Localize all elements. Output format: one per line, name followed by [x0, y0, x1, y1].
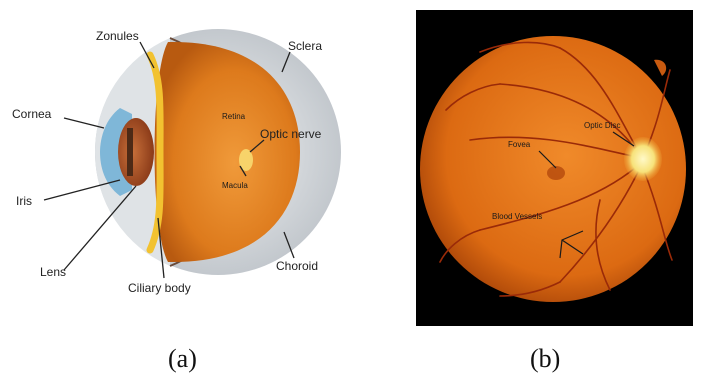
fovea-spot [547, 166, 565, 180]
label-optic-nerve: Optic nerve [260, 127, 322, 141]
label-fovea: Fovea [508, 140, 531, 149]
label-optic-disc: Optic Disc [584, 121, 620, 130]
label-ciliary-body: Ciliary body [128, 281, 191, 295]
caption-a: (a) [168, 344, 197, 373]
label-lens: Lens [40, 265, 66, 279]
label-blood-vessels: Blood Vessels [492, 212, 542, 221]
caption-b: (b) [530, 344, 560, 373]
label-macula: Macula [222, 181, 248, 190]
panel-b-fundus-photo: Fovea Optic Disc Blood Vessels (b) [416, 10, 693, 373]
label-choroid: Choroid [276, 259, 318, 273]
lens [118, 118, 154, 186]
label-zonules: Zonules [96, 29, 139, 43]
iris [127, 128, 133, 176]
label-iris: Iris [16, 194, 32, 208]
label-sclera: Sclera [288, 39, 322, 53]
panel-a-eye-diagram: Zonules Sclera Cornea Retina Optic nerve… [12, 29, 341, 373]
label-retina: Retina [222, 112, 246, 121]
label-cornea: Cornea [12, 107, 52, 121]
